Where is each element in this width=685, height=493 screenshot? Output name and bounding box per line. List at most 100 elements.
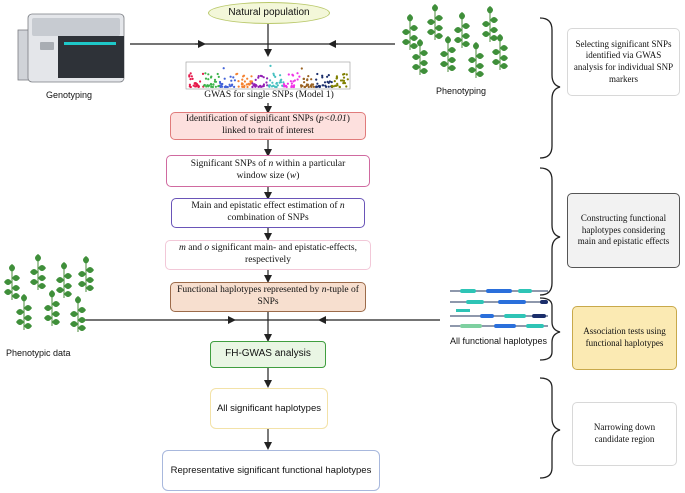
manhattan-point [300,67,303,70]
manhattan-point [333,80,336,83]
manhattan-point [189,85,192,89]
manhattan-point [272,72,275,75]
all-significant-haplotypes-node: All significant haplotypes [210,388,328,429]
manhattan-point [292,85,295,88]
fh-gwas-node: FH-GWAS analysis [210,341,326,368]
side-step3-text: Association tests using functional haplo… [583,326,666,348]
gwas-single-text: GWAS for single SNPs (Model 1) [204,90,334,101]
manhattan-point [193,82,196,85]
manhattan-point [251,82,254,85]
braces [539,17,561,479]
effects-m: m [179,243,186,254]
manhattan-point [346,78,349,81]
manhattan-point [262,76,265,79]
manhattan-point [322,84,325,87]
manhattan-point [220,83,223,86]
manhattan-point [257,75,260,78]
manhattan-point [303,81,306,84]
identification-text-post: ) [346,114,350,125]
sig-snps-line2-post: ) [296,171,300,181]
main-epistatic-line2: combination of SNPs [227,213,309,223]
manhattan-point [251,85,254,88]
all-functional-haplotypes-label: All functional haplotypes [450,336,548,346]
side-step2-box: Constructing functional haplotypes consi… [567,193,680,268]
manhattan-point [325,85,328,88]
manhattan-point [188,83,191,86]
fh-gwas-label: FH-GWAS analysis [225,348,311,360]
manhattan-point [254,85,257,88]
manhattan-point [279,74,282,77]
manhattan-point [321,76,324,79]
plant-icons-left [4,254,94,332]
phenotyping-label: Phenotyping [436,86,487,96]
side-step1-text: Selecting significant SNPs identified vi… [573,38,674,84]
manhattan-point [199,80,202,83]
manhattan-point [302,77,305,80]
manhattan-point [194,85,197,88]
fh-n: n [321,285,327,296]
manhattan-point [217,75,220,78]
manhattan-point [306,79,309,82]
manhattan-point [279,81,283,84]
manhattan-point [327,85,330,88]
manhattan-point [214,80,218,83]
manhattan-point [189,78,192,81]
phenotypic-data-label: Phenotypic data [6,348,71,358]
main-epistatic-n: n [339,201,345,212]
manhattan-point [330,81,333,84]
side-step2-text: Constructing functional haplotypes consi… [577,212,670,247]
manhattan-point [249,82,252,85]
manhattan-point [201,72,205,75]
manhattan-point [316,82,319,85]
manhattan-point [282,81,285,84]
manhattan-point [262,83,265,86]
manhattan-point [283,85,286,88]
manhattan-point [296,78,299,81]
sig-snps-n: n [268,159,274,170]
manhattan-point [289,80,292,83]
manhattan-point [246,85,249,89]
sig-snps-w: w [289,171,297,181]
manhattan-point [334,84,337,87]
manhattan-point [260,75,264,78]
representative-label: Representative significant functional ha… [170,464,372,476]
all-sig-haplotypes-label: All significant haplotypes [216,402,322,414]
manhattan-point [254,78,257,81]
manhattan-point [296,72,299,75]
manhattan-point [241,78,244,81]
manhattan-point [252,84,255,87]
manhattan-point [269,64,272,67]
effects-line2: respectively [245,255,291,265]
manhattan-point [275,82,278,85]
manhattan-point [190,75,193,78]
fh-text-post: -tuple of [326,285,359,296]
main-epistatic-text-pre: Main and epistatic effect estimation of [191,201,340,212]
manhattan-point [342,76,346,79]
manhattan-point [204,77,208,80]
manhattan-point [310,85,313,88]
significant-snps-node: Significant SNPs of n within a particula… [166,155,370,187]
manhattan-point [317,84,320,88]
effects-and: and [185,243,205,254]
manhattan-point [213,78,217,81]
manhattan-point [326,80,329,83]
manhattan-point [223,85,226,89]
natural-population-node: Natural population [208,2,330,24]
manhattan-point [214,85,217,88]
manhattan-point [335,77,338,80]
manhattan-point [191,77,194,80]
manhattan-point [266,77,269,80]
identification-text-line2: linked to trait of interest [222,126,314,136]
manhattan-point [274,75,277,78]
manhattan-point [276,84,279,87]
identification-node: Identification of significant SNPs (p<0.… [170,112,366,140]
manhattan-point [315,78,318,81]
manhattan-point [300,84,303,87]
sig-snps-line2-pre: window size ( [236,171,290,181]
side-step1-box: Selecting significant SNPs identified vi… [567,28,680,96]
manhattan-point [281,84,284,87]
natural-population-label: Natural population [228,6,310,18]
manhattan-point [298,75,301,78]
manhattan-plot [185,61,351,90]
sig-snps-text-pre: Significant SNPs of [190,159,269,170]
